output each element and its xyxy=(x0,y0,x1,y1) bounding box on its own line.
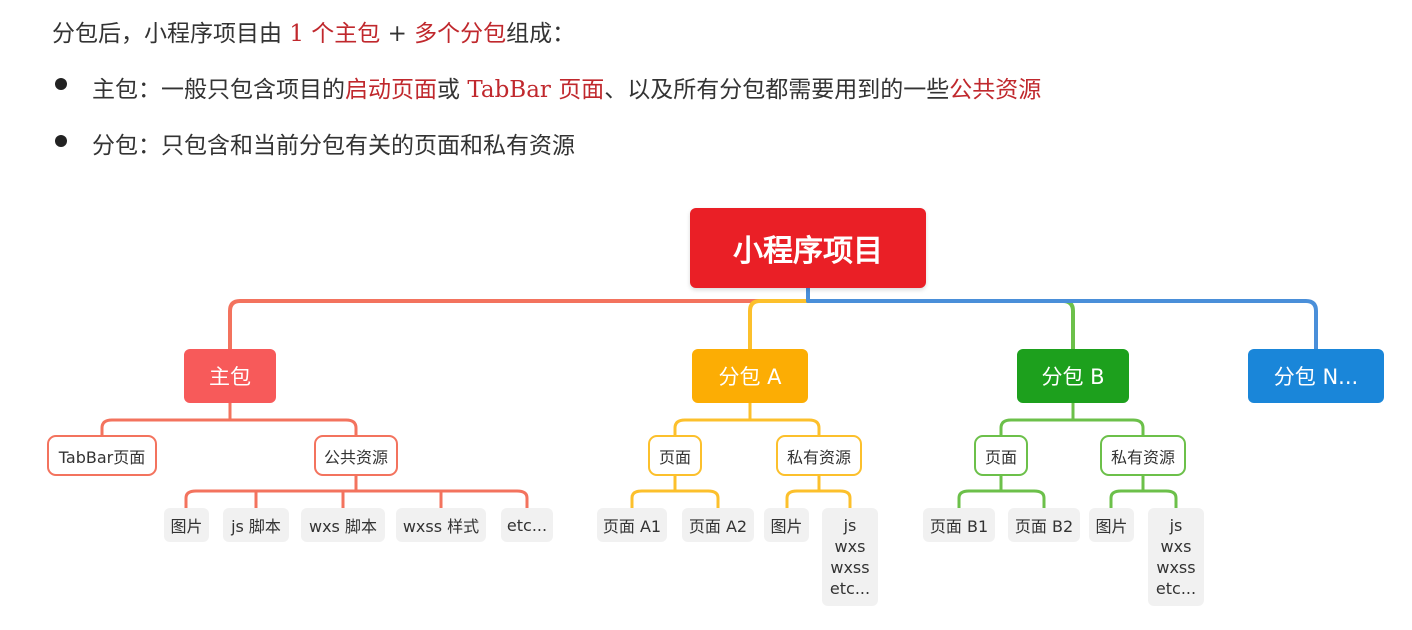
connector-root-sub-b xyxy=(806,286,1075,351)
connector-main-tabbar xyxy=(100,418,232,437)
connector-a-private xyxy=(748,418,821,437)
main-public-resources-node: 公共资源 xyxy=(314,435,398,476)
sub-b-page-b1: 页面 B1 xyxy=(923,508,995,542)
bullet-1-tabbar-page: TabBar 页面 xyxy=(467,77,605,103)
main-package-node: 主包 xyxy=(184,349,276,403)
sub-a-page-a2: 页面 A2 xyxy=(682,508,754,542)
connector-b-pages xyxy=(999,418,1075,437)
sub-a-private-images: 图片 xyxy=(764,508,809,542)
bullet-main-package: 主包：一般只包含项目的启动页面或 TabBar 页面、以及所有分包都需要用到的一… xyxy=(92,70,1041,104)
sub-a-file-wxss: wxss xyxy=(830,558,870,577)
connector-b-page-b1 xyxy=(957,489,1003,510)
public-item-js: js 脚本 xyxy=(223,508,289,542)
bullet-2-text: 分包：只包含和当前分包有关的页面和私有资源 xyxy=(92,133,575,159)
sub-a-file-etc: etc... xyxy=(829,579,871,598)
connector-a-page-a2 xyxy=(673,489,720,510)
intro-subpackages: 多个分包 xyxy=(414,21,507,47)
sub-b-file-etc: etc... xyxy=(1155,579,1197,598)
sub-a-private-files: js wxs wxss etc... xyxy=(822,508,878,606)
bullet-1-or: 或 xyxy=(437,77,468,103)
connector-b-private-files xyxy=(1141,489,1178,510)
bullet-1-prefix: 主包：一般只包含项目的 xyxy=(92,77,345,103)
public-item-wxss: wxss 样式 xyxy=(396,508,486,542)
public-item-etc: etc... xyxy=(501,508,553,542)
sub-b-page-b2: 页面 B2 xyxy=(1008,508,1080,542)
bullet-1-middle: 、以及所有分包都需要用到的一些 xyxy=(604,77,950,103)
sub-b-private-images: 图片 xyxy=(1089,508,1134,542)
connector-public-images xyxy=(184,489,358,510)
connector-root-main xyxy=(228,286,810,351)
sub-a-page-a1: 页面 A1 xyxy=(597,508,667,542)
bullet-1-public-resources: 公共资源 xyxy=(949,77,1042,103)
connector-b-page-b2 xyxy=(999,489,1046,510)
connector-a-private-files xyxy=(817,489,852,510)
intro-main-count: 1 个主包 xyxy=(289,21,381,47)
sub-b-pages-node: 页面 xyxy=(974,435,1028,476)
sub-a-file-js: js xyxy=(843,516,857,535)
root-node: 小程序项目 xyxy=(690,208,926,288)
sub-a-pages-node: 页面 xyxy=(648,435,702,476)
sub-b-private-files: js wxs wxss etc... xyxy=(1148,508,1204,606)
sub-a-private-resources-node: 私有资源 xyxy=(776,435,862,476)
connector-b-private-images xyxy=(1109,489,1145,510)
connector-a-pages xyxy=(673,418,752,437)
public-item-images: 图片 xyxy=(164,508,209,542)
sub-b-private-resources-node: 私有资源 xyxy=(1100,435,1186,476)
intro-plus: + xyxy=(380,21,415,47)
connector-main-public xyxy=(228,418,358,437)
sub-b-file-wxss: wxss xyxy=(1156,558,1196,577)
bullet-1-launch-page: 启动页面 xyxy=(345,77,437,103)
connector-b-private xyxy=(1071,418,1145,437)
bullet-dot-1 xyxy=(55,78,67,90)
subpackage-a-node: 分包 A xyxy=(692,349,808,403)
bullet-dot-2 xyxy=(55,135,67,147)
connector-root-sub-a xyxy=(748,286,810,351)
connector-a-page-a1 xyxy=(630,489,677,510)
sub-b-file-wxs: wxs xyxy=(1160,537,1192,556)
connector-root-sub-n xyxy=(806,286,1318,351)
connector-public-etc xyxy=(354,489,529,510)
connector-a-private-images xyxy=(785,489,821,510)
sub-a-file-wxs: wxs xyxy=(834,537,866,556)
intro-line-1: 分包后，小程序项目由 1 个主包 + 多个分包组成： xyxy=(52,14,575,48)
public-item-wxs: wxs 脚本 xyxy=(301,508,385,542)
subpackage-b-node: 分包 B xyxy=(1017,349,1129,403)
sub-b-file-js: js xyxy=(1169,516,1183,535)
intro-line-1-prefix: 分包后，小程序项目由 xyxy=(52,21,290,47)
subpackage-n-node: 分包 N... xyxy=(1248,349,1384,403)
intro-line-1-suffix: 组成： xyxy=(506,21,576,47)
main-tabbar-pages-node: TabBar页面 xyxy=(47,435,157,476)
bullet-subpackage: 分包：只包含和当前分包有关的页面和私有资源 xyxy=(92,126,575,160)
